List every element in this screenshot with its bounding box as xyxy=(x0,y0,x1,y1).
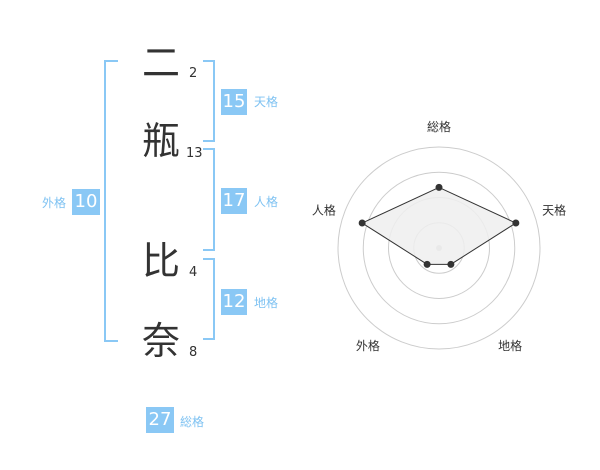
jinkaku-value: 17 xyxy=(221,188,247,214)
gaikaku-label: 外格 xyxy=(42,196,67,210)
radar-point xyxy=(512,219,520,227)
radar-polygon xyxy=(361,186,517,265)
radar-axis-label: 天格 xyxy=(542,203,566,218)
radar-point xyxy=(423,260,431,268)
stroke-count-3: 4 xyxy=(189,265,198,280)
radar-point xyxy=(447,260,455,268)
tenkaku-bracket xyxy=(203,60,215,142)
jinkaku-bracket xyxy=(203,148,215,251)
name-char-1: 二 xyxy=(142,41,181,85)
gaikaku-value: 10 xyxy=(72,189,100,215)
jinkaku-label: 人格 xyxy=(254,195,279,209)
stroke-count-1: 2 xyxy=(189,66,198,81)
tenkaku-label: 天格 xyxy=(254,95,279,109)
name-char-3: 比 xyxy=(142,239,181,283)
radar-point xyxy=(358,219,366,227)
radar-axis-label: 総格 xyxy=(427,119,451,134)
name-char-2: 瓶 xyxy=(142,119,181,163)
radar-ring xyxy=(337,146,541,350)
radar-point xyxy=(435,183,443,191)
radar-ring xyxy=(362,171,516,325)
chikaku-label: 地格 xyxy=(254,296,279,310)
soukaku-label: 総格 xyxy=(180,415,205,429)
radar-axis-label: 地格 xyxy=(498,338,522,353)
radar-axis-label: 外格 xyxy=(356,338,380,353)
stroke-count-2: 13 xyxy=(186,146,203,161)
soukaku-value: 27 xyxy=(146,407,174,433)
name-char-4: 奈 xyxy=(142,319,181,363)
chikaku-value: 12 xyxy=(221,289,247,315)
stroke-count-4: 8 xyxy=(189,345,198,360)
chikaku-bracket xyxy=(203,258,215,340)
radar-axis-label: 人格 xyxy=(312,203,336,218)
gaikaku-bracket xyxy=(104,60,118,342)
tenkaku-value: 15 xyxy=(221,89,247,115)
